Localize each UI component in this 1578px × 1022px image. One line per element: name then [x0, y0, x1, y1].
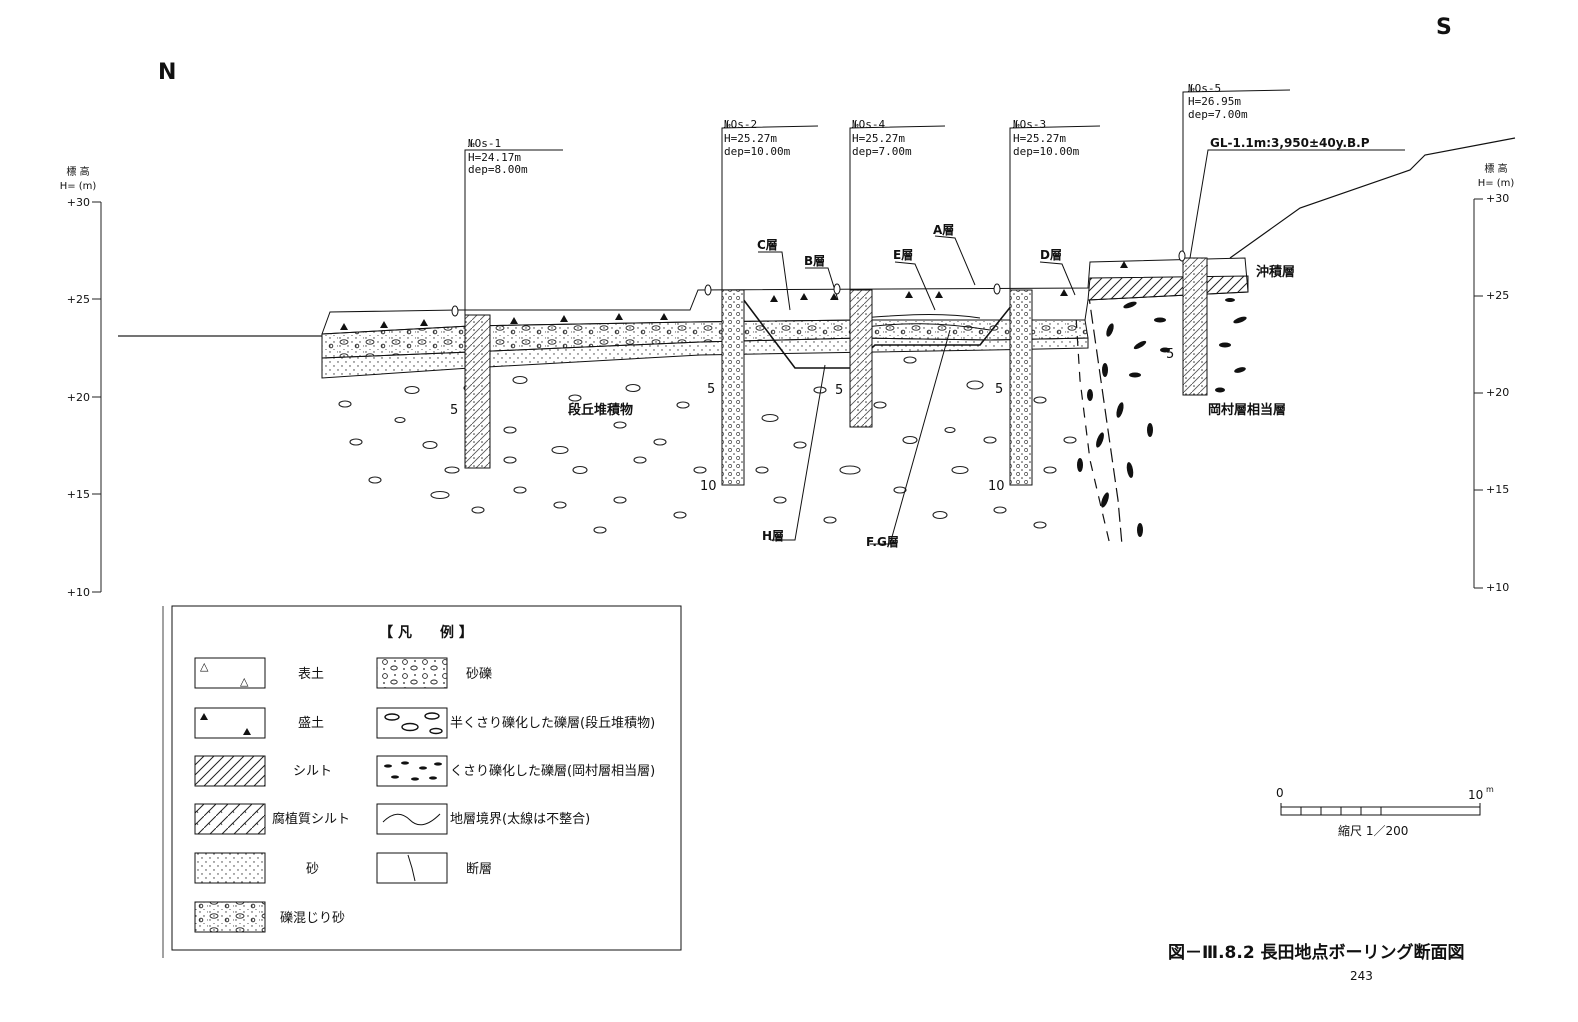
- left-axis-title: 標 高: [66, 165, 89, 178]
- legend-label: くさり礫化した礫層(岡村層相当層): [450, 763, 655, 779]
- legend-label: 表土: [298, 667, 324, 682]
- legend-label: 砂礫: [466, 666, 492, 682]
- slope-profile: [1229, 137, 1516, 259]
- layer-label-h: H層: [762, 529, 784, 543]
- left-tick-label: +30: [67, 196, 90, 209]
- legend-swatch-fill: [194, 707, 266, 739]
- borehole-os2-label: №Os-2 H=25.27m dep=10.00m 5 10: [700, 118, 791, 494]
- scale-zero: 0: [1276, 786, 1284, 800]
- depth-mark: 5: [707, 382, 715, 397]
- borehole-columns: [464, 257, 1208, 486]
- borehole-elevation: H=25.27m: [1013, 132, 1066, 145]
- right-axis-title: 標 高: [1484, 162, 1507, 175]
- legend-swatch-humus-silt: [194, 803, 266, 835]
- topsoil-triangle-icon: △: [240, 675, 249, 688]
- borehole-elevation: H=24.17m: [468, 151, 521, 164]
- legend-swatch-weathered: [376, 755, 448, 787]
- page-number: 243: [1350, 969, 1373, 983]
- legend-label: 腐植質シルト: [272, 812, 350, 827]
- right-tick-label: +10: [1486, 581, 1509, 594]
- depth-mark: 10: [700, 479, 717, 494]
- borehole-depth: dep=10.00m: [724, 145, 791, 158]
- layer-label-c: C層: [757, 238, 778, 252]
- legend-title: 【 凡 例 】: [379, 624, 473, 641]
- borehole-os3-label: №Os-3 H=25.27m dep=10.00m 5 10: [988, 118, 1080, 494]
- legend-swatch-topsoil: [194, 657, 266, 689]
- depth-mark: 5: [995, 382, 1003, 397]
- borehole-elevation: H=25.27m: [852, 132, 905, 145]
- borehole-depth: dep=8.00m: [468, 163, 528, 176]
- okamura-gravel-pebbles: [1077, 298, 1247, 537]
- terrace-deposit-label: 段丘堆積物: [568, 402, 633, 418]
- south-label: S: [1436, 15, 1452, 40]
- right-tick-label: +20: [1486, 386, 1509, 399]
- borehole-number: №Os-5: [1188, 82, 1221, 95]
- scale-bar: 0 10 m 縮尺 1／200: [1276, 785, 1494, 838]
- left-axis-unit: H= (m): [60, 181, 97, 192]
- legend-label: 半くさり礫化した礫層(段丘堆積物): [450, 715, 655, 731]
- figure-caption: 図－Ⅲ.8.2 長田地点ボーリング断面図: [1168, 942, 1465, 963]
- legend-swatch-gravelly-sand: [194, 901, 266, 933]
- borehole-elevation: H=25.27m: [724, 132, 777, 145]
- surface-markers: [451, 250, 1186, 317]
- borehole-number: №Os-3: [1013, 118, 1046, 131]
- borehole-depth: dep=7.00m: [852, 145, 912, 158]
- left-tick-label: +15: [67, 488, 90, 501]
- borehole-os4-label: №Os-4 H=25.27m dep=7.00m 5: [835, 118, 912, 398]
- borehole-number: №Os-2: [724, 118, 757, 131]
- borehole-depth: dep=10.00m: [1013, 145, 1080, 158]
- borehole-os1-label: №Os-1 H=24.17m dep=8.00m 5: [450, 137, 528, 418]
- north-label: N: [158, 60, 177, 85]
- left-tick-label: +20: [67, 391, 90, 404]
- legend-label: シルト: [293, 764, 332, 779]
- layer-label-b: B層: [804, 254, 825, 268]
- scale-label: 縮尺 1／200: [1338, 823, 1408, 838]
- right-tick-label: +25: [1486, 289, 1509, 302]
- alluvium-label: 沖積層: [1256, 264, 1295, 280]
- left-elevation-axis: 標 高 H= (m) +30 +25 +20 +15 +10: [60, 165, 102, 599]
- borehole-depth: dep=7.00m: [1188, 108, 1248, 121]
- borehole-os5-label: №Os-5 H=26.95m dep=7.00m 5: [1166, 82, 1248, 362]
- legend-label: 盛土: [298, 716, 324, 731]
- legend-swatch-gravel: [376, 657, 448, 689]
- layer-label-e: E層: [893, 248, 913, 262]
- layer-label-d: D層: [1040, 248, 1062, 262]
- borehole-leaders: [464, 89, 1405, 315]
- legend-label: 礫混じり砂: [280, 910, 345, 926]
- left-tick-label: +10: [67, 586, 90, 599]
- borehole-number: №Os-1: [468, 137, 501, 150]
- depth-mark: 5: [835, 383, 843, 398]
- layer-label-a: A層: [933, 223, 954, 237]
- depth-mark: 5: [450, 403, 458, 418]
- legend-swatch-boundary: [376, 803, 448, 835]
- legend-label: 砂: [306, 862, 319, 877]
- legend-box: 【 凡 例 】 △ △ 表土 盛土 シルト 腐植質シルト 砂 礫混じり砂: [171, 605, 682, 951]
- legend-label: 地層境界(太線は不整合): [450, 811, 590, 827]
- right-elevation-axis: 標 高 H= (m) +30 +25 +20 +15 +10: [1473, 162, 1515, 594]
- depth-mark: 10: [988, 479, 1005, 494]
- borehole-number: №Os-4: [852, 118, 885, 131]
- scale-ten: 10: [1468, 788, 1483, 802]
- legend-swatch-silt: [194, 755, 266, 787]
- layer-label-fg: F.G層: [866, 535, 899, 549]
- scale-unit: m: [1486, 785, 1494, 794]
- legend-label: 断層: [466, 862, 492, 877]
- right-tick-label: +30: [1486, 192, 1509, 205]
- radiocarbon-date: GL-1.1m:3,950±40y.B.P: [1210, 136, 1370, 150]
- layer-labels: C層 B層 A層 E層 D層 H層 F.G層 段丘堆積物 沖積層 岡村層相当層: [568, 223, 1295, 549]
- right-axis-unit: H= (m): [1478, 178, 1515, 189]
- depth-mark: 5: [1166, 347, 1174, 362]
- legend-swatch-sand: [194, 852, 266, 884]
- right-tick-label: +15: [1486, 483, 1509, 496]
- borehole-elevation: H=26.95m: [1188, 95, 1241, 108]
- left-tick-label: +25: [67, 293, 90, 306]
- okamura-label: 岡村層相当層: [1208, 402, 1286, 418]
- topsoil-triangle-icon: △: [200, 660, 209, 673]
